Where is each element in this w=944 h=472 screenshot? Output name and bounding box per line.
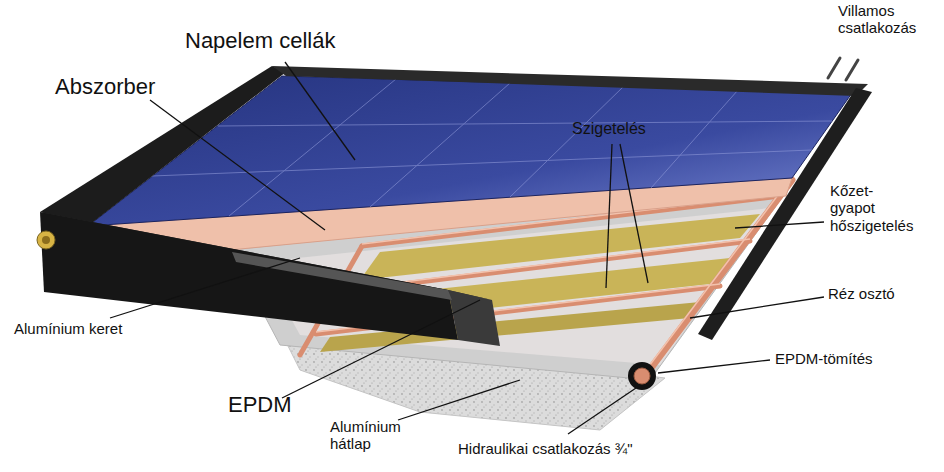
leader-lines [110,62,824,434]
hydraulic-connector [37,231,55,249]
leader-line [282,300,480,398]
leader-line [735,222,824,228]
leader-line [568,388,636,434]
epdm-ring [628,362,656,390]
part-label: Réz osztó [828,285,895,302]
cell-line [370,83,510,207]
leader-line [285,62,355,160]
part-label: Kőzet- gyapot hőszigetelés [830,182,913,234]
cable-plug [828,58,840,78]
cell-line [152,150,812,176]
cell-line [651,90,738,188]
hydraulic-connector [42,236,50,244]
cell-line [218,121,832,126]
cable-plug [846,60,858,80]
cell-grid [152,79,832,216]
leader-line [620,144,648,283]
part-label: Napelem cellák [185,28,335,53]
cell-line [510,86,624,197]
aluminium-frame [272,66,868,96]
copper-header [648,180,792,372]
solar-glass [88,76,852,226]
part-label: Szigetelés [572,120,646,138]
part-label: Alumínium keret [14,320,122,337]
part-label: Hidraulikai csatlakozás ¾" [458,440,633,457]
pipe-end [634,368,650,384]
leader-line [606,144,612,288]
part-label: Villamos csatlakozás [838,2,916,37]
part-label: Alumínium hátlap [330,418,401,453]
leader-line [150,100,325,230]
leader-line [110,258,300,318]
leader-line [658,360,770,373]
frame-end [448,290,500,346]
electrical-connector [828,58,858,80]
aluminium-frame [40,66,286,226]
part-label: EPDM-tömítés [775,350,873,367]
part-label: EPDM [228,392,292,417]
epdm-seal-strip [232,252,452,300]
leader-line [398,380,520,420]
part-label: Abszorber [55,74,155,99]
leader-line [690,297,824,318]
